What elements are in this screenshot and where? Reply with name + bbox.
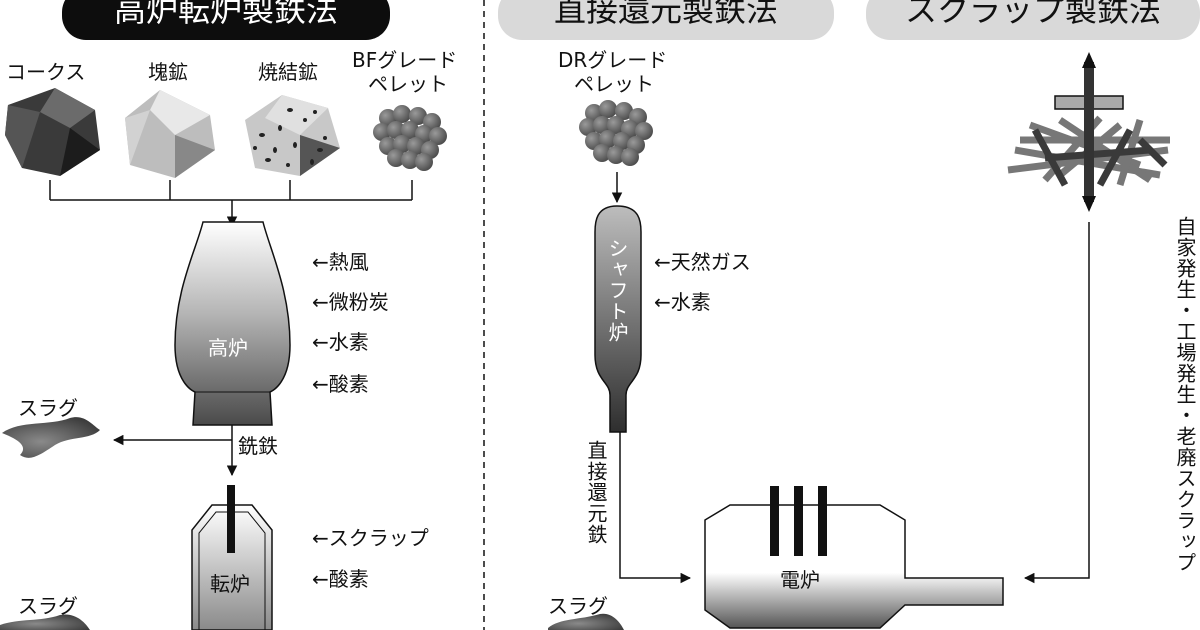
bf-pellet — [407, 137, 425, 155]
dr-pellet — [607, 116, 625, 134]
title-blast-furnace-method: 高炉転炉製鉄法 — [62, 0, 390, 40]
blast-input-hot-air: ←熱風 — [312, 250, 369, 274]
blast-slag-label: スラグ — [18, 396, 78, 420]
slag-shape-1 — [2, 417, 100, 458]
blast-input-coal: ←微粉炭 — [312, 290, 389, 314]
dr-pellet — [593, 144, 611, 162]
label-dr-pellet-2: ペレット — [574, 72, 654, 96]
bf-pellet — [387, 121, 405, 139]
label-coke: コークス — [6, 60, 86, 84]
shaft-input-hydrogen: ←水素 — [654, 290, 711, 314]
electric-furnace-label: 電炉 — [780, 568, 820, 592]
bf-pellet — [393, 105, 411, 123]
coke-shape — [5, 88, 100, 176]
dr-pellets-shape — [579, 100, 653, 166]
dr-pellet — [593, 116, 611, 134]
blast-furnace-label: 高炉 — [208, 336, 248, 360]
converter-slag-label: スラグ — [18, 594, 78, 618]
scrap-source-label: 自家発生・工場発生・老廃スクラップ — [1173, 216, 1197, 573]
label-dr-pellet-1: DRグレード — [558, 48, 668, 72]
blast-furnace-shape — [174, 221, 291, 426]
title-blast-text: 高炉転炉製鉄法 — [113, 0, 338, 29]
dr-pellet — [599, 100, 617, 118]
dr-pellet — [635, 122, 653, 140]
bf-pellet — [393, 135, 411, 153]
bf-pellet — [387, 149, 405, 167]
converter-label: 転炉 — [210, 572, 250, 596]
bf-pellet — [429, 127, 447, 145]
title-scrap-text: スクラップ製鉄法 — [904, 0, 1161, 29]
dr-pellet — [599, 130, 617, 148]
bf-pellet — [415, 153, 433, 171]
shaft-furnace-label: シャフト炉 — [605, 238, 629, 343]
converter-input-scrap: ←スクラップ — [312, 526, 429, 550]
sinter-shape — [245, 95, 340, 176]
direct-arrows — [611, 172, 692, 584]
blast-input-hydrogen: ←水素 — [312, 330, 369, 354]
converter-input-oxygen: ←酸素 — [312, 567, 369, 591]
converter-shape — [191, 485, 273, 630]
label-lump-ore: 塊鉱 — [148, 60, 188, 84]
dr-pellet — [613, 132, 631, 150]
pig-iron-label: 銑鉄 — [238, 434, 278, 458]
label-bf-pellet-1: BFグレード — [352, 48, 458, 72]
dr-pellet — [579, 118, 597, 136]
blast-input-oxygen: ←酸素 — [312, 372, 369, 396]
scrap-pile-shape — [1007, 52, 1170, 212]
bf-pellet — [401, 121, 419, 139]
label-bf-pellet-2: ペレット — [368, 72, 448, 96]
slag-shape-3 — [548, 613, 624, 630]
title-direct-reduction-method: 直接還元製鉄法 — [498, 0, 834, 40]
bf-pellet — [373, 123, 391, 141]
blast-output-arrows — [112, 425, 238, 477]
bf-pellet — [401, 151, 419, 169]
dr-pellet — [621, 148, 639, 166]
title-scrap-method: スクラップ製鉄法 — [866, 0, 1200, 40]
lump-ore-shape — [125, 90, 215, 178]
slag-shape-2 — [0, 614, 90, 630]
title-direct-text: 直接還元製鉄法 — [553, 0, 778, 29]
label-sinter: 焼結鉱 — [258, 60, 318, 84]
direct-reduced-iron-label: 直接還元鉄 — [584, 440, 608, 545]
bf-pellets-shape — [373, 105, 447, 171]
electric-furnace-shape — [704, 486, 1004, 629]
raw-material-collector — [49, 180, 413, 228]
dr-pellet — [615, 102, 633, 120]
shaft-input-natural-gas: ←天然ガス — [654, 250, 751, 274]
scrap-route-arrow — [1023, 222, 1090, 584]
dr-pellet — [607, 146, 625, 164]
electric-slag-label: スラグ — [548, 594, 608, 618]
bf-pellet — [409, 107, 427, 125]
shaft-furnace-shape — [594, 205, 642, 433]
